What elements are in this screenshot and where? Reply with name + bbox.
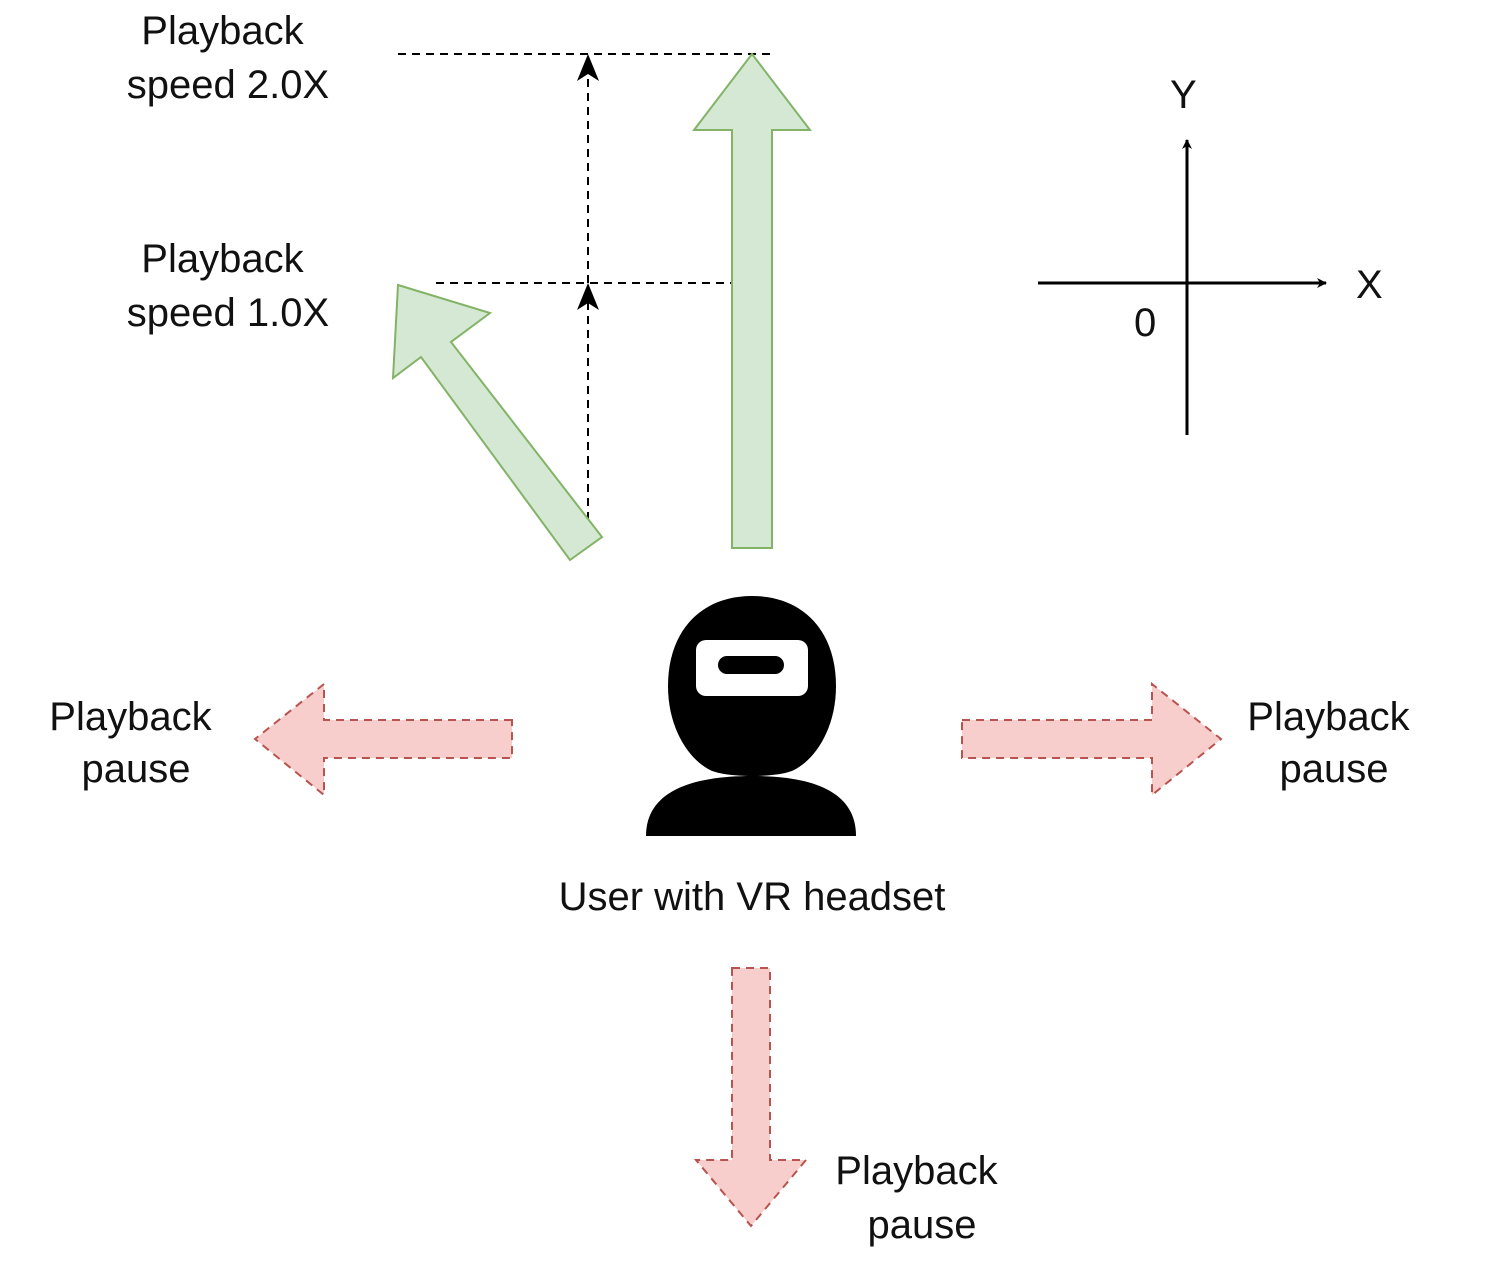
pause-left-label: Playback pause	[49, 695, 222, 791]
pause-down-arrow	[693, 967, 809, 1228]
coordinate-axes: X Y 0	[1038, 73, 1383, 435]
pause-down-label: Playback pause	[835, 1149, 1008, 1247]
pause-right-label: Playback pause	[1247, 695, 1420, 791]
speed-2x-arrow	[691, 52, 813, 549]
speed-2x-label: Playback speed 2.0X	[127, 9, 329, 107]
vr-headset-user-icon	[646, 596, 856, 836]
pause-left-arrow	[253, 681, 513, 798]
speed-1x-arrow	[391, 283, 604, 562]
y-axis-label: Y	[1170, 73, 1197, 117]
x-axis-label: X	[1356, 263, 1383, 307]
origin-label: 0	[1134, 301, 1156, 345]
user-label: User with VR headset	[559, 875, 946, 919]
projection-arrowhead-upper	[577, 54, 599, 81]
pause-right-arrow	[961, 681, 1223, 798]
projection-arrowhead-lower	[577, 283, 599, 310]
speed-1x-label: Playback speed 1.0X	[127, 237, 329, 335]
